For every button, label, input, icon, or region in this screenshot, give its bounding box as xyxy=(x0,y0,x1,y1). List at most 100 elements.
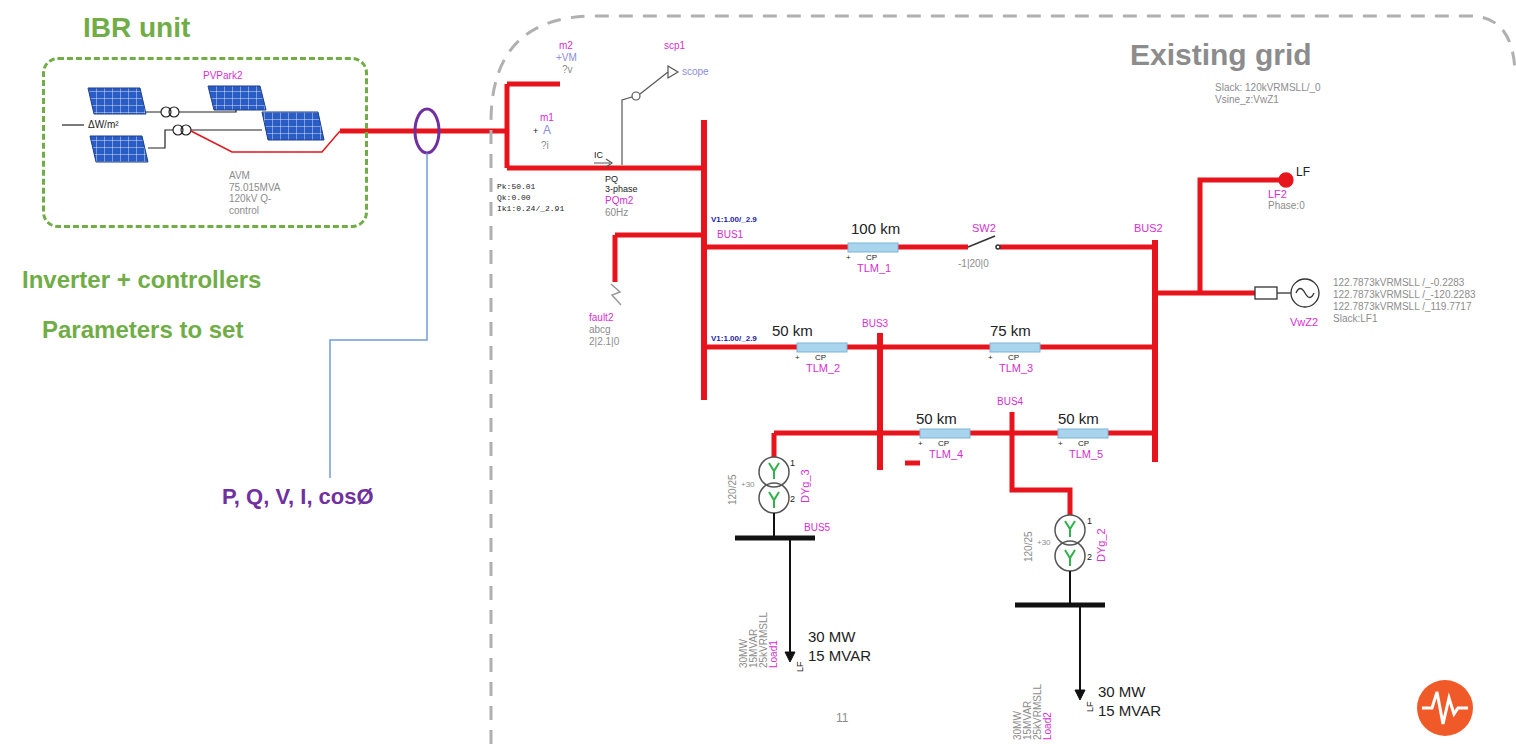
component-name: DYg_2 xyxy=(1095,528,1108,562)
component-name: TLM_5 xyxy=(1069,448,1103,461)
low-voltage-bus xyxy=(789,538,791,652)
annotation: 3-phase xyxy=(605,184,638,194)
parameter-value: +30 xyxy=(1037,538,1051,547)
region-outline xyxy=(485,12,1516,744)
power-line xyxy=(905,461,920,466)
fault-symbol xyxy=(611,284,621,305)
parameter-value: 2|2.1|0 xyxy=(589,336,619,348)
annotation: 15 MVAR xyxy=(808,647,871,664)
meter-symbol xyxy=(640,72,668,94)
ibr-unit-box: IBR unitPVPark2AVM 75.015MVA 120kV Q-con… xyxy=(42,57,368,228)
low-voltage-bus xyxy=(1075,690,1085,700)
pv-feeder xyxy=(340,129,368,134)
logo xyxy=(1417,680,1473,736)
parameter-value: ?v xyxy=(562,64,573,76)
annotation: PQ xyxy=(605,174,618,184)
transmission-line xyxy=(848,243,898,252)
transmission-line xyxy=(797,243,1108,438)
power-line xyxy=(485,84,702,168)
meter-symbol xyxy=(668,66,678,78)
transformer-symbol xyxy=(759,457,1085,571)
parameter-value: 120/25 xyxy=(727,474,739,505)
winding-mark xyxy=(1065,521,1075,537)
annotation: LF xyxy=(1085,701,1095,712)
component-parameters: AVM 75.015MVA 120kV Q-control xyxy=(229,170,291,216)
parameter-value: Slack: 120kVRMSLL/_0 xyxy=(1215,82,1321,94)
transmission-line xyxy=(797,343,847,352)
parameter-value: ?i xyxy=(541,140,549,152)
pv-feeder xyxy=(191,131,368,152)
transmission-line xyxy=(990,343,1040,352)
switch-symbol xyxy=(968,236,995,247)
winding-mark xyxy=(769,463,1075,566)
parameter-value: 122.7873kVRMSLL /_-0.2283 xyxy=(1333,277,1464,289)
annotation: 2 xyxy=(790,494,795,504)
meter-symbol: A xyxy=(543,124,551,138)
parameter-value: 25kVRMSLL xyxy=(758,612,770,668)
transformer-symbol xyxy=(1055,541,1085,571)
pv-panel xyxy=(88,86,324,162)
power-line xyxy=(704,245,1155,250)
meter-symbol: scope xyxy=(682,66,709,78)
annotation: 15 MVAR xyxy=(1098,702,1161,719)
component-name: m1 xyxy=(540,112,554,124)
slack-source xyxy=(1296,289,1314,298)
annotation: CP xyxy=(938,439,949,448)
annotation: + xyxy=(918,439,923,448)
parameter-value: 15MVAR xyxy=(1022,701,1034,740)
component-name: TLM_3 xyxy=(999,362,1033,375)
annotation: + xyxy=(795,353,800,362)
component-name: LF2 xyxy=(1268,188,1287,201)
low-voltage-bus xyxy=(785,652,795,662)
meter-symbol: +VM xyxy=(556,52,577,64)
slack-source xyxy=(1277,292,1291,293)
annotation: Pk:50.01 xyxy=(497,182,535,191)
power-line xyxy=(1155,180,1280,293)
meter-symbol xyxy=(632,92,640,100)
annotation: 50 km xyxy=(1058,410,1099,427)
power-line xyxy=(704,345,1155,350)
transformer-symbol xyxy=(759,483,789,513)
annotation: 1 xyxy=(1087,516,1092,526)
component-name: BUS1 xyxy=(717,229,743,241)
parameter-value: abcg xyxy=(589,324,611,336)
annotation: ΔW/m² xyxy=(88,119,119,131)
meter-symbol xyxy=(622,97,632,165)
meter-symbol xyxy=(594,66,678,167)
parameter-value: 11 xyxy=(836,712,848,726)
annotation: + xyxy=(846,253,851,262)
component-name: VwZ2 xyxy=(1290,316,1318,329)
annotation: CP xyxy=(866,253,877,262)
power-line xyxy=(772,433,777,457)
pv-wiring xyxy=(146,110,236,112)
annotation: LF xyxy=(1296,166,1310,180)
low-voltage-bus xyxy=(735,513,1105,700)
annotation: 50 km xyxy=(916,410,957,427)
pv-wiring xyxy=(181,125,191,135)
bus-bar xyxy=(1152,240,1158,462)
component-name: m2 xyxy=(559,40,573,52)
power-line xyxy=(485,84,1280,515)
slack-source xyxy=(1255,173,1319,307)
region-outline xyxy=(491,16,1515,744)
winding-mark xyxy=(769,463,779,479)
parameter-value: +30 xyxy=(741,480,755,489)
annotation: Qk:0.00 xyxy=(497,193,531,202)
annotation: 50 km xyxy=(772,322,813,339)
transmission-line xyxy=(920,429,970,438)
annotation: CP xyxy=(815,353,826,362)
annotation: LF xyxy=(795,661,805,672)
component-name: Load1 xyxy=(768,640,780,668)
component-name: BUS4 xyxy=(997,396,1023,408)
slack-source xyxy=(1255,287,1277,299)
component-name: SW2 xyxy=(972,222,996,235)
component-name: Load2 xyxy=(1042,712,1054,740)
low-voltage-bus xyxy=(735,536,815,541)
callout-text: P, Q, V, I, cosØ xyxy=(222,484,374,509)
measurement-marker xyxy=(415,109,439,153)
measurement-marker xyxy=(415,109,439,153)
low-voltage-bus xyxy=(1079,605,1081,690)
logo xyxy=(1422,692,1468,724)
parameter-value: 120/25 xyxy=(1023,531,1035,562)
grid-region: Existing grid xyxy=(485,12,1516,744)
